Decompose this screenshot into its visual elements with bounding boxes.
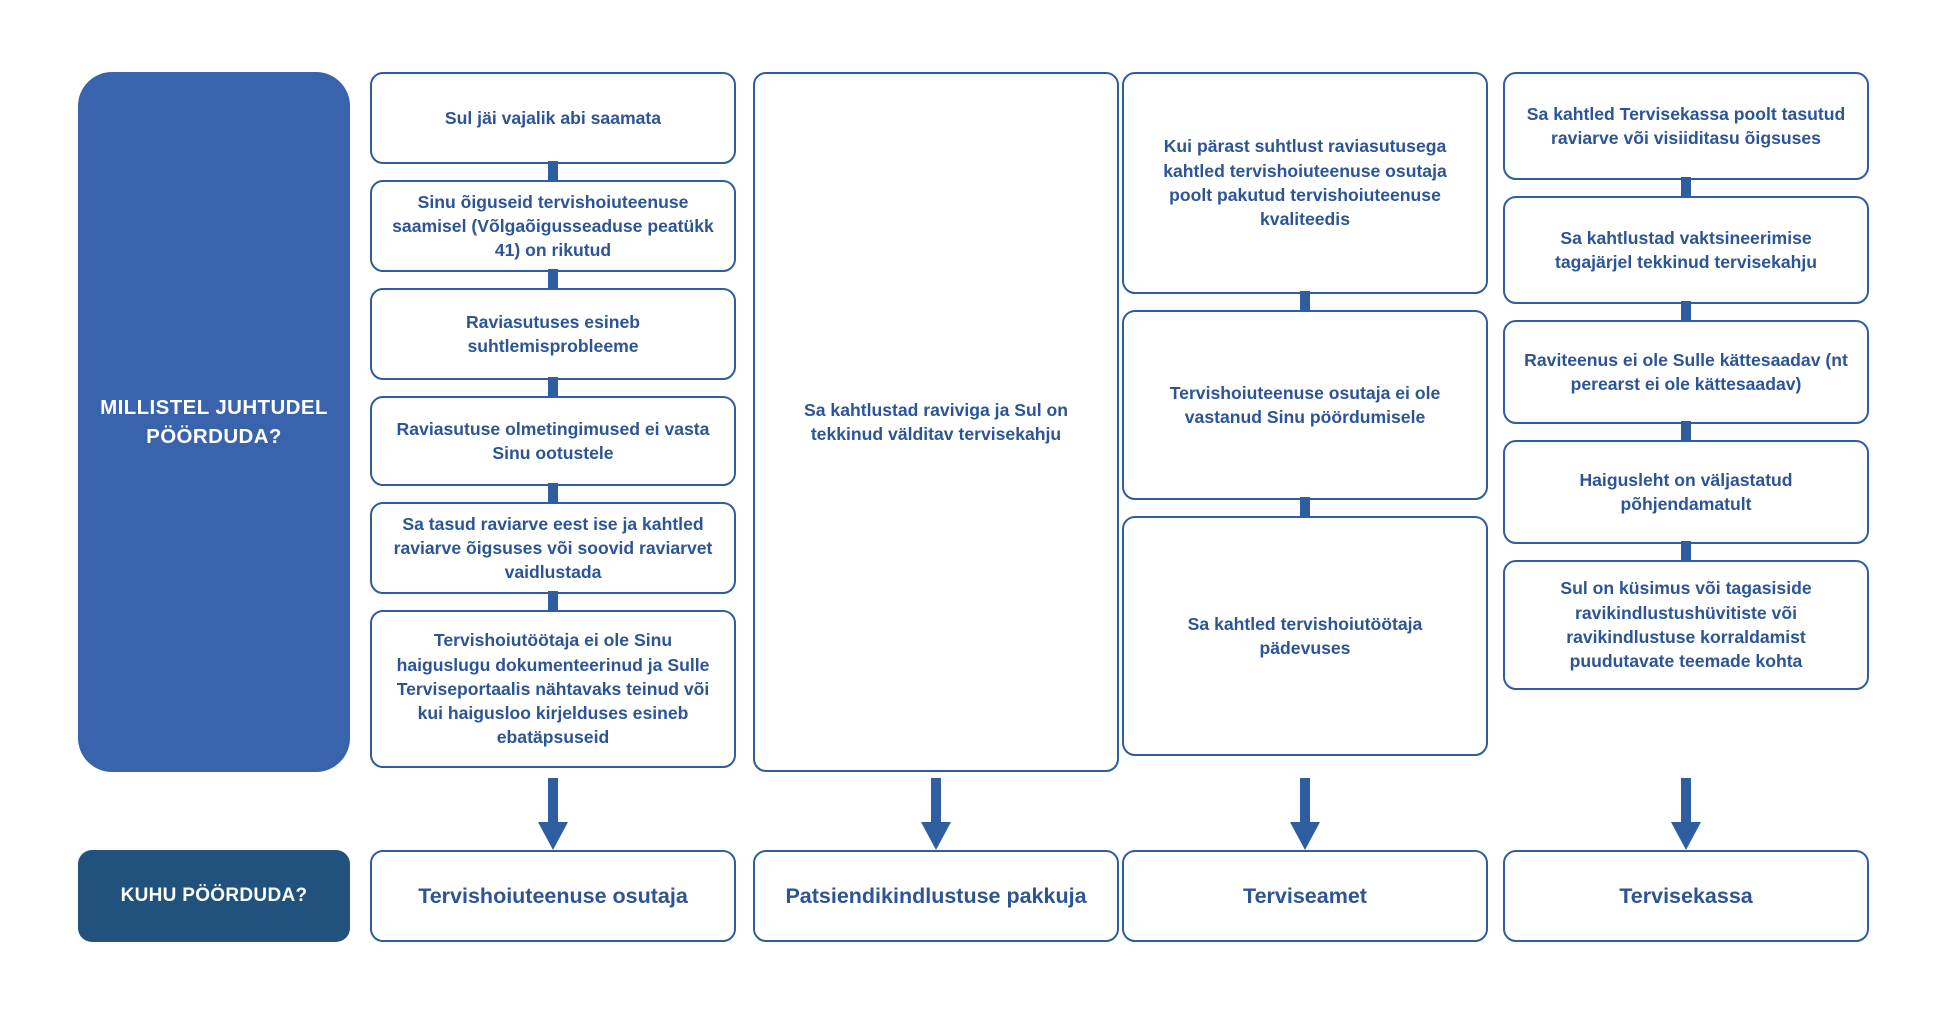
case-node: Sul on küsimus või tagasiside ravikindlu…: [1503, 560, 1869, 690]
case-node: Sa tasud raviarve eest ise ja kahtled ra…: [370, 502, 736, 611]
arrow-head: [921, 822, 951, 850]
case-node: Raviasutuse olmetingimused ei vasta Sinu…: [370, 396, 736, 503]
destination-node: Patsiendikindlustuse pakkuja: [753, 850, 1119, 942]
arrow-down-icon: [1664, 778, 1708, 850]
arrow-head: [1671, 822, 1701, 850]
column-tervisekassa: Sa kahtled Tervisekassa poolt tasutud ra…: [1503, 72, 1869, 706]
case-node: Sinu õiguseid tervishoiuteenuse saamisel…: [370, 180, 736, 289]
column-terviseamet: Kui pärast suhtlust raviasutusega kahtle…: [1122, 72, 1488, 772]
destination-node: Tervisekassa: [1503, 850, 1869, 942]
case-node: Sa kahtled Tervisekassa poolt tasutud ra…: [1503, 72, 1869, 197]
column-tervishoiuteenuse-osutaja: Sul jäi vajalik abi saamata Sinu õigusei…: [370, 72, 736, 784]
arrow-down-icon: [914, 778, 958, 850]
case-node: Sa kahtlustad vaktsineerimise tagajärjel…: [1503, 196, 1869, 321]
case-node: Raviteenus ei ole Sulle kättesaadav (nt …: [1503, 320, 1869, 441]
arrow-down-icon: [531, 778, 575, 850]
case-node: Kui pärast suhtlust raviasutusega kahtle…: [1122, 72, 1488, 311]
case-node: Sa kahtled tervishoiutöötaja pädevuses: [1122, 516, 1488, 756]
arrow-stem: [1300, 778, 1310, 826]
arrow-stem: [548, 778, 558, 826]
arrow-head: [1290, 822, 1320, 850]
case-node: Sa kahtlustad raviviga ja Sul on tekkinu…: [753, 72, 1119, 772]
case-node: Sul jäi vajalik abi saamata: [370, 72, 736, 181]
sidebar-label-when-to-turn: MILLISTEL JUHTUDEL PÖÖRDUDA?: [78, 72, 350, 772]
sidebar-label-where-to-turn: KUHU PÖÖRDUDA?: [78, 850, 350, 942]
arrow-head: [538, 822, 568, 850]
case-node: Raviasutuses esineb suhtlemisprobleeme: [370, 288, 736, 397]
arrow-down-icon: [1283, 778, 1327, 850]
arrow-stem: [1681, 778, 1691, 826]
column-patsiendikindlustuse-pakkuja: Sa kahtlustad raviviga ja Sul on tekkinu…: [753, 72, 1119, 788]
case-node: Tervishoiutöötaja ei ole Sinu haiguslugu…: [370, 610, 736, 768]
arrow-stem: [931, 778, 941, 826]
destination-node: Terviseamet: [1122, 850, 1488, 942]
case-node: Haigusleht on väljastatud põhjendamatult: [1503, 440, 1869, 561]
case-node: Tervishoiuteenuse osutaja ei ole vastanu…: [1122, 310, 1488, 517]
destination-node: Tervishoiuteenuse osutaja: [370, 850, 736, 942]
